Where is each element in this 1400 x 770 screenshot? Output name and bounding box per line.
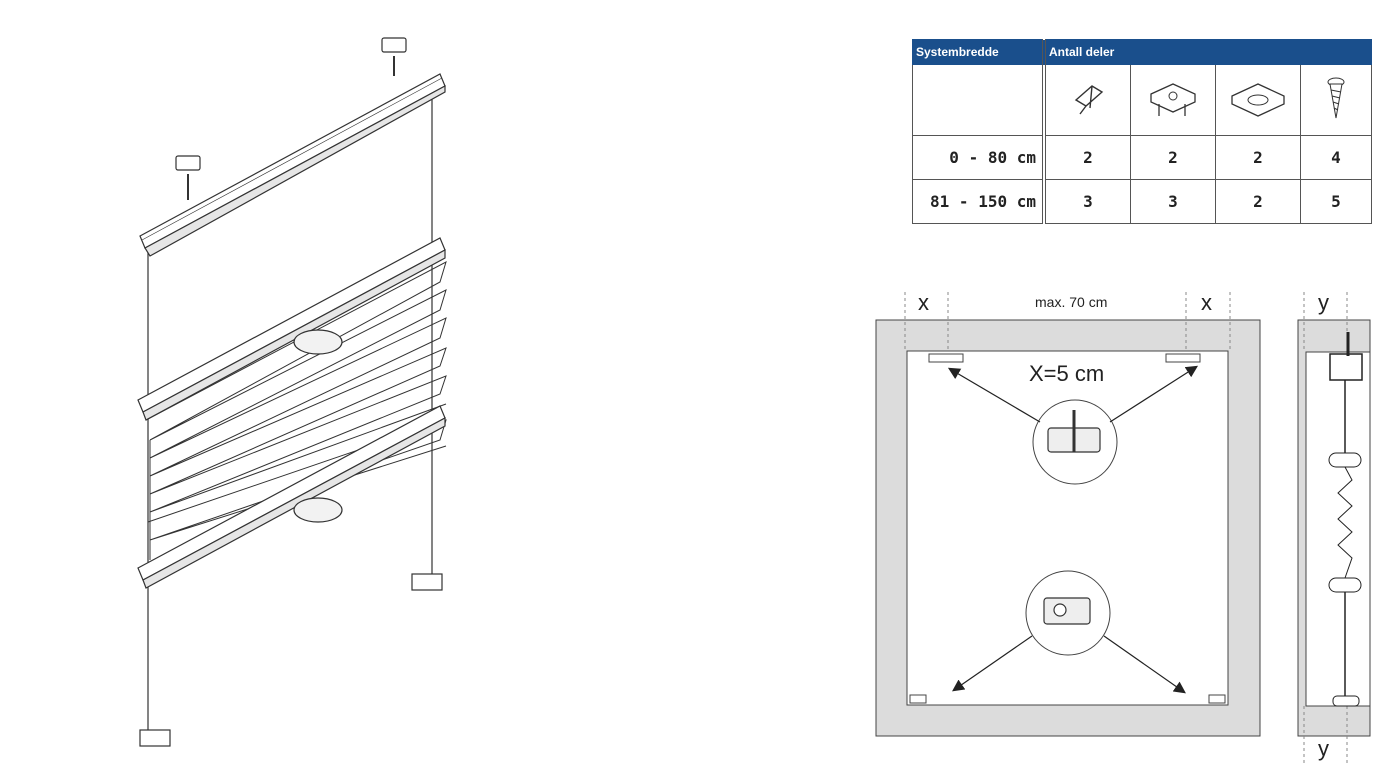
row-label-81-150: 81 - 150 cm [912,179,1046,224]
row-81-150-value: 5 [1300,179,1372,224]
upper-handle [293,329,343,355]
max-width-label: max. 70 cm [1035,294,1108,310]
y-bottom-label: y [1318,736,1329,761]
bracket-top-left [928,353,964,363]
top-clip-left [175,155,201,200]
blind-illustration [137,37,447,747]
row-0-80-value: 4 [1300,135,1372,180]
row-81-150-value: 3 [1043,179,1131,224]
side-rail-top [1328,452,1362,468]
row-0-80-value: 2 [1043,135,1131,180]
arrow-bottom-left [952,635,1033,692]
row-0-80-value: 2 [1215,135,1301,180]
corner-bracket-icon [1215,64,1301,136]
row-0-80-value: 2 [1130,135,1216,180]
left-tensioner [139,729,171,747]
bracket-top-right [1165,353,1201,363]
x-left-label: x [918,290,929,315]
lower-handle [293,497,343,523]
angle-bracket-icon [1043,64,1131,136]
header-antall-deler: Antall deler [1043,39,1372,65]
parts-table: Systembredde Antall deler 0 - 80 cm 2 2 … [912,39,1372,224]
row-81-150-value: 2 [1215,179,1301,224]
distance-label: X=5 cm [1029,361,1105,386]
bracket-bottom-right [1208,694,1226,704]
side-bracket [1329,353,1363,381]
arrow-top-left [947,367,1041,423]
screw-icon [1300,64,1372,136]
right-tensioner [411,573,443,591]
lower-rail [137,405,446,581]
side-pleats [1337,466,1353,579]
side-view-diagram [1297,292,1371,764]
side-tensioner [1332,695,1360,707]
bracket-bottom-left [909,694,927,704]
header-systembredde: Systembredde [912,39,1046,65]
x-right-label: x [1201,290,1212,315]
window-frame-diagram [875,292,1261,737]
y-top-label: y [1318,290,1329,315]
arrow-bottom-right [1103,635,1186,694]
row-label-0-80: 0 - 80 cm [912,135,1046,180]
row-81-150-value: 3 [1130,179,1216,224]
empty-icon-cell [912,64,1046,136]
side-rail-bottom [1328,577,1362,593]
arrow-top-right [1109,365,1199,423]
clip-bracket-icon [1130,64,1216,136]
top-clip-right [381,37,407,76]
